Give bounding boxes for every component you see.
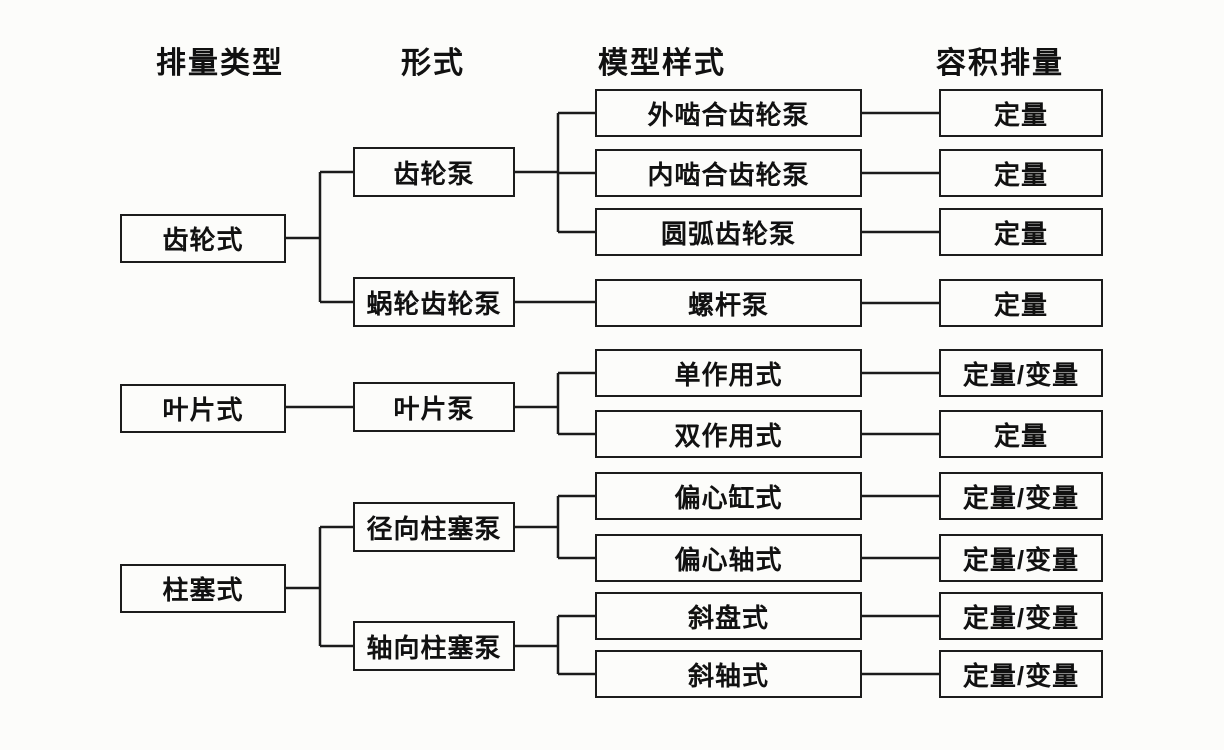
node-displacement-screw: 定量 xyxy=(939,279,1103,327)
node-eccentric-cylinder: 偏心缸式 xyxy=(595,472,862,520)
node-gear-pump: 齿轮泵 xyxy=(353,147,515,197)
node-displacement-internal-gear: 定量 xyxy=(939,149,1103,197)
node-displacement-bent-axis: 定量/变量 xyxy=(939,650,1103,698)
node-swash-plate: 斜盘式 xyxy=(595,592,862,640)
node-worm-gear-pump: 蜗轮齿轮泵 xyxy=(353,277,515,327)
header-displacement-type: 排量类型 xyxy=(156,47,284,80)
header-model-style: 模型样式 xyxy=(598,47,726,80)
node-axial-piston-pump: 轴向柱塞泵 xyxy=(353,621,515,671)
node-piston-type: 柱塞式 xyxy=(120,564,286,613)
node-vane-type: 叶片式 xyxy=(120,384,286,433)
node-bent-axis: 斜轴式 xyxy=(595,650,862,698)
node-displacement-eccentric-cylinder: 定量/变量 xyxy=(939,472,1103,520)
node-displacement-single-acting: 定量/变量 xyxy=(939,349,1103,397)
node-displacement-arc-gear: 定量 xyxy=(939,208,1103,256)
node-vane-pump: 叶片泵 xyxy=(353,382,515,432)
header-form: 形式 xyxy=(401,47,465,80)
node-screw-pump: 螺杆泵 xyxy=(595,279,862,327)
node-displacement-swash-plate: 定量/变量 xyxy=(939,592,1103,640)
node-displacement-external-gear: 定量 xyxy=(939,89,1103,137)
node-eccentric-shaft: 偏心轴式 xyxy=(595,534,862,582)
node-arc-gear-pump: 圆弧齿轮泵 xyxy=(595,208,862,256)
node-single-acting: 单作用式 xyxy=(595,349,862,397)
node-internal-gear-pump: 内啮合齿轮泵 xyxy=(595,149,862,197)
node-displacement-double-acting: 定量 xyxy=(939,410,1103,458)
node-displacement-eccentric-shaft: 定量/变量 xyxy=(939,534,1103,582)
header-volumetric-displacement: 容积排量 xyxy=(936,47,1064,80)
node-double-acting: 双作用式 xyxy=(595,410,862,458)
node-radial-piston-pump: 径向柱塞泵 xyxy=(353,502,515,552)
node-external-gear-pump: 外啮合齿轮泵 xyxy=(595,89,862,137)
node-gear-type: 齿轮式 xyxy=(120,214,286,263)
